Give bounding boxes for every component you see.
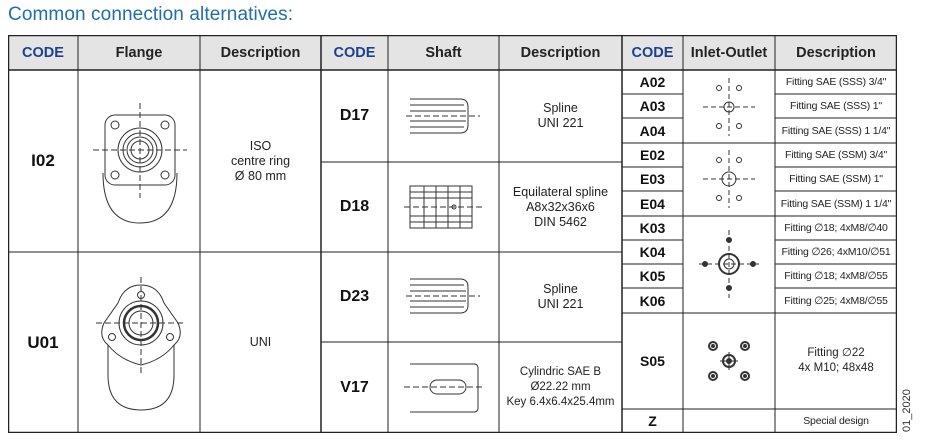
header-port-description: Description xyxy=(796,44,876,61)
s05-port-drawing xyxy=(708,341,750,381)
header-code-flange: CODE xyxy=(22,44,64,61)
port-description: Fitting SAE (SSM) 1 1/4" xyxy=(780,197,892,210)
port-description: Fitting ∅25; 4xM8/∅55 xyxy=(784,294,888,307)
port-code: K04 xyxy=(639,244,666,260)
sae-ssm-port-drawing xyxy=(703,150,755,208)
port-description: Fitting ∅22 4x M10; 48x48 xyxy=(798,347,874,374)
flange-uni-drawing xyxy=(96,277,186,411)
port-description: Fitting SAE (SSM) 1" xyxy=(789,173,883,185)
port-code: E03 xyxy=(640,171,665,187)
flange-code: I02 xyxy=(31,151,55,170)
equilateral-spline-shaft-drawing xyxy=(404,185,484,229)
port-code: S05 xyxy=(640,353,665,369)
port-description: Fitting SAE (SSM) 3/4" xyxy=(784,149,888,161)
flange-description: UNI xyxy=(249,335,272,349)
sae-sss-port-drawing xyxy=(703,78,755,136)
flange-code: U01 xyxy=(27,332,59,352)
port-description: Fitting ∅18; 4xM8/∅40 xyxy=(784,222,888,234)
table-grid xyxy=(8,35,897,433)
spline-shaft-drawing xyxy=(406,278,480,314)
header-inlet-outlet: Inlet-Outlet xyxy=(690,44,768,61)
port-code: Z xyxy=(648,413,657,429)
document-code: 01_2020 xyxy=(901,389,913,432)
header-shaft-description: Description xyxy=(520,44,601,61)
spline-shaft-drawing xyxy=(406,98,480,134)
shaft-code: D18 xyxy=(339,198,370,215)
port-code: K05 xyxy=(639,268,666,284)
port-description: Fitting SAE (SSS) 3/4" xyxy=(785,76,887,88)
shaft-code: D17 xyxy=(339,107,370,124)
port-description: Fitting SAE (SSS) 1 1/4" xyxy=(781,124,891,137)
port-code: K03 xyxy=(639,220,666,236)
header-code-shaft: CODE xyxy=(333,44,376,61)
port-description: Fitting SAE (SSS) 1" xyxy=(790,100,882,112)
port-description: Special design xyxy=(803,415,869,427)
k-port-drawing xyxy=(699,230,759,298)
page-title: Common connection alternatives: xyxy=(8,4,294,25)
connection-table: CODE Flange Description CODE Shaft Descr… xyxy=(8,35,897,433)
port-code: A03 xyxy=(639,98,666,114)
header-code-port: CODE xyxy=(631,44,674,61)
flange-iso-drawing xyxy=(93,103,187,224)
port-code: K06 xyxy=(639,292,666,309)
port-code: A02 xyxy=(639,74,666,90)
port-code: A04 xyxy=(639,122,666,139)
port-description: Fitting ∅18; 4xM8/∅55 xyxy=(784,270,888,282)
port-description: Fitting ∅26; 4xM10/∅51 xyxy=(781,246,891,258)
port-code: E04 xyxy=(640,195,665,212)
shaft-code: V17 xyxy=(340,378,369,396)
header-shaft: Shaft xyxy=(425,44,462,61)
shaft-code: D23 xyxy=(339,288,370,305)
cylindric-keyed-shaft-drawing xyxy=(404,363,484,413)
header-flange-description: Description xyxy=(220,44,301,61)
header-flange: Flange xyxy=(115,44,163,61)
port-code: E02 xyxy=(640,147,665,163)
